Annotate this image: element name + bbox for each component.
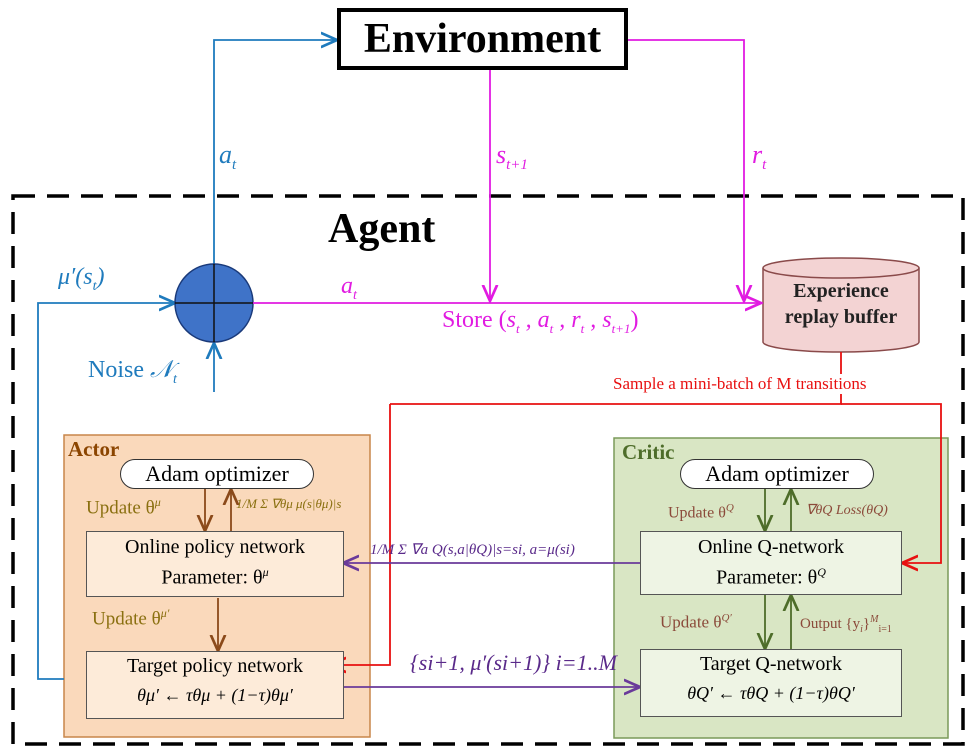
sample-to-actor-arrow xyxy=(330,404,391,665)
critic-target-rule: θQ′ ← τθQ + (1−τ)θQ′ xyxy=(687,683,855,703)
action-label: at xyxy=(219,140,237,174)
environment-label: Environment xyxy=(363,16,602,62)
environment-box: Environment xyxy=(337,8,628,70)
actor-gradient-label: 1/M Σ ∇θμ μ(s|θμ)|s xyxy=(236,496,342,511)
critic-online-network: Online Q-network Parameter: θQ xyxy=(640,531,902,595)
critic-output-label: Output {yi}Mi=1 xyxy=(800,614,892,635)
critic-online-network-label: Online Q-network xyxy=(697,536,845,558)
action-to-buffer-label: at xyxy=(341,273,357,303)
policy-gradient-label: 1/M Σ ∇a Q(s,a|θQ)|s=si, a=μ(si) xyxy=(370,542,575,558)
store-label: Store (st , at , rt , st+1) xyxy=(442,307,639,336)
critic-update-label: Update θQ xyxy=(668,502,734,522)
critic-optimizer: Adam optimizer xyxy=(680,459,874,489)
agent-boundary xyxy=(11,194,965,746)
replay-buffer-label: Experience replay buffer xyxy=(784,280,898,328)
reward-arrow xyxy=(628,39,744,301)
reward-label: rt xyxy=(752,140,767,174)
actor-optimizer: Adam optimizer xyxy=(120,459,314,489)
summing-node xyxy=(174,263,254,343)
actor-output-label: μ′(st) xyxy=(58,264,105,294)
next-state-label: st+1 xyxy=(496,140,528,174)
critic-loss-label: ∇θQ Loss(θQ) xyxy=(806,503,888,518)
target-transfer-label: {si+1, μ′(si+1)} i=1..M xyxy=(410,650,617,675)
sample-label: Sample a mini-batch of M transitions xyxy=(613,374,867,394)
critic-online-param: Parameter: θQ xyxy=(716,565,826,589)
agent-title: Agent xyxy=(328,206,436,252)
noise-label: Noise 𝒩t xyxy=(88,357,177,387)
actor-target-rule: θμ′ ← τθμ + (1−τ)θμ′ xyxy=(137,685,293,705)
actor-online-network: Online policy network Parameter: θμ xyxy=(86,531,344,597)
critic-title: Critic xyxy=(622,440,675,464)
actor-target-network: Target policy network θμ′ ← τθμ + (1−τ)θ… xyxy=(86,651,344,719)
actor-target-network-label: Target policy network xyxy=(127,655,303,677)
actor-target-update-label: Update θμ′ xyxy=(92,606,170,630)
actor-update-label: Update θμ xyxy=(86,495,161,519)
replay-buffer-cylinder xyxy=(762,257,920,353)
action-to-env-arrow xyxy=(213,40,337,280)
sample-to-critic-arrow xyxy=(841,403,942,563)
actor-title: Actor xyxy=(68,437,120,461)
critic-target-network-label: Target Q-network xyxy=(699,653,843,675)
actor-online-param: Parameter: θμ xyxy=(161,565,269,589)
actor-online-network-label: Online policy network xyxy=(125,536,305,558)
critic-target-update-label: Update θQ′ xyxy=(660,612,732,632)
mu-prime-arrow xyxy=(37,303,175,680)
critic-target-network: Target Q-network θQ′ ← τθQ + (1−τ)θQ′ xyxy=(640,649,902,717)
